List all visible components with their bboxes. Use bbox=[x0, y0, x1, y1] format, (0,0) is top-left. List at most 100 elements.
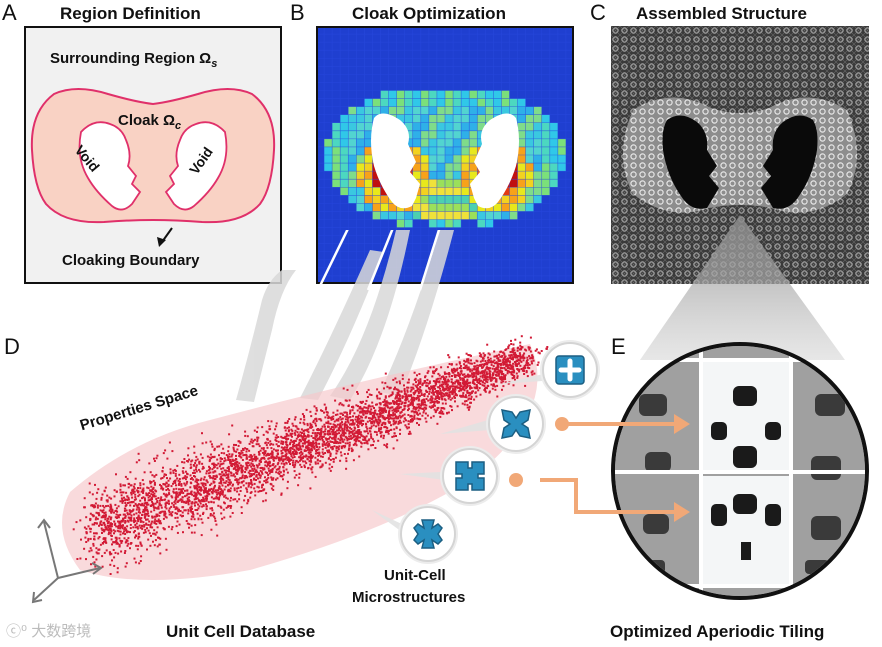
property-point bbox=[358, 422, 361, 425]
property-point bbox=[142, 510, 144, 513]
property-point bbox=[327, 425, 330, 428]
property-point bbox=[172, 490, 175, 493]
property-point bbox=[499, 364, 502, 367]
property-point bbox=[248, 464, 251, 467]
property-point bbox=[136, 489, 139, 492]
property-point bbox=[322, 453, 325, 456]
heatmap-cell bbox=[404, 211, 413, 220]
property-point bbox=[502, 380, 505, 383]
property-point bbox=[410, 419, 412, 421]
property-point bbox=[323, 423, 326, 426]
property-point bbox=[393, 408, 395, 411]
heatmap-cell bbox=[364, 130, 373, 139]
property-point bbox=[102, 504, 105, 507]
property-point bbox=[400, 415, 403, 418]
property-point bbox=[303, 415, 305, 417]
property-point bbox=[128, 482, 131, 485]
unit-cell-clover[interactable] bbox=[442, 448, 498, 504]
heatmap-cell bbox=[340, 187, 349, 196]
property-point bbox=[259, 476, 262, 479]
property-point bbox=[286, 471, 289, 474]
heatmap-cell bbox=[372, 179, 381, 188]
property-point bbox=[428, 380, 431, 383]
property-point bbox=[328, 463, 331, 466]
unit-cell-x[interactable] bbox=[488, 396, 544, 452]
property-point bbox=[133, 490, 136, 493]
heatmap-cell bbox=[453, 163, 462, 172]
property-point bbox=[151, 504, 154, 506]
property-point bbox=[186, 493, 189, 496]
property-point bbox=[485, 380, 488, 383]
property-point bbox=[410, 415, 413, 418]
property-point bbox=[452, 390, 455, 393]
property-point bbox=[477, 373, 480, 376]
property-point bbox=[238, 455, 241, 457]
property-point bbox=[113, 564, 116, 567]
unit-cell-cross[interactable] bbox=[400, 506, 456, 562]
property-point bbox=[438, 374, 441, 377]
property-point bbox=[241, 481, 244, 483]
property-point bbox=[403, 407, 406, 410]
property-point bbox=[146, 513, 148, 516]
property-point bbox=[195, 464, 198, 467]
property-point bbox=[194, 492, 197, 495]
property-point bbox=[298, 476, 301, 479]
property-point bbox=[111, 559, 113, 562]
heatmap-cell bbox=[412, 146, 421, 155]
property-point bbox=[124, 550, 127, 552]
property-point bbox=[88, 491, 91, 494]
property-point bbox=[223, 457, 226, 460]
property-point bbox=[366, 427, 369, 430]
property-point bbox=[87, 539, 90, 542]
property-point bbox=[194, 459, 197, 462]
property-point bbox=[347, 448, 350, 451]
property-point bbox=[247, 482, 250, 485]
property-point bbox=[387, 430, 390, 432]
property-point bbox=[235, 444, 237, 446]
property-point bbox=[395, 381, 398, 384]
panel-a-title: Region Definition bbox=[60, 4, 201, 23]
property-point bbox=[378, 413, 381, 416]
property-point bbox=[148, 492, 151, 495]
property-point bbox=[127, 530, 130, 533]
property-point bbox=[97, 488, 100, 491]
property-point bbox=[280, 493, 283, 496]
property-point bbox=[429, 366, 432, 369]
property-point bbox=[398, 419, 401, 422]
heatmap-cell bbox=[436, 130, 445, 139]
property-point bbox=[127, 516, 130, 519]
property-point bbox=[339, 422, 342, 425]
property-point bbox=[413, 411, 416, 413]
heatmap-cell bbox=[485, 211, 494, 220]
property-point bbox=[297, 461, 300, 464]
heatmap-cell bbox=[477, 114, 486, 123]
property-point bbox=[495, 368, 498, 371]
property-point bbox=[137, 452, 140, 455]
property-point bbox=[166, 477, 168, 480]
heatmap-cell bbox=[453, 146, 462, 155]
property-point bbox=[446, 392, 449, 395]
property-point bbox=[483, 372, 486, 374]
property-point bbox=[163, 473, 166, 476]
property-point bbox=[199, 514, 202, 517]
property-point bbox=[406, 396, 409, 399]
property-point bbox=[382, 401, 385, 403]
unit-cell-plus[interactable] bbox=[542, 342, 598, 398]
heatmap-cell bbox=[436, 106, 445, 115]
property-point bbox=[181, 511, 184, 514]
property-point bbox=[309, 487, 312, 490]
property-point bbox=[321, 448, 324, 451]
property-point bbox=[355, 430, 358, 433]
property-point bbox=[326, 411, 329, 414]
heatmap-cell bbox=[356, 114, 365, 123]
property-point bbox=[150, 481, 153, 483]
property-point bbox=[126, 525, 129, 528]
property-point bbox=[198, 500, 201, 503]
property-point bbox=[320, 409, 322, 412]
property-point bbox=[139, 518, 142, 520]
property-point bbox=[233, 464, 236, 467]
heatmap-cell bbox=[445, 90, 454, 99]
heatmap-cell bbox=[436, 163, 445, 172]
property-point bbox=[282, 466, 285, 469]
heatmap-cell bbox=[517, 146, 526, 155]
